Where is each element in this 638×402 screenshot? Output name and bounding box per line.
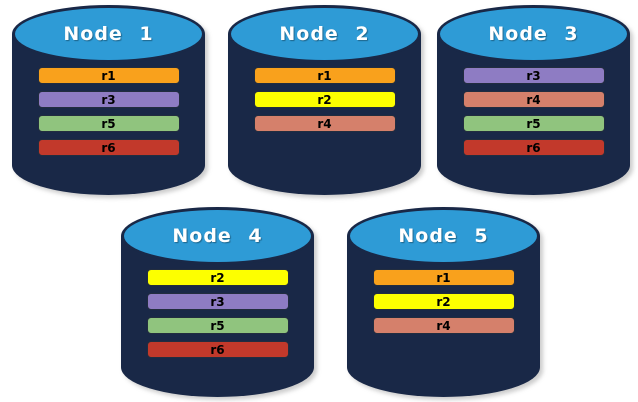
replica-bar: r2 bbox=[146, 269, 289, 286]
replica-bar: r2 bbox=[253, 91, 396, 108]
database-node-5: Node 5 r1 r2 r4 bbox=[347, 207, 540, 397]
replica-bar: r5 bbox=[37, 115, 180, 132]
replica-bar: r4 bbox=[253, 115, 396, 132]
node-title: Node 1 bbox=[63, 23, 154, 45]
replica-bar: r1 bbox=[253, 67, 396, 84]
cylinder-top: Node 5 bbox=[347, 207, 540, 265]
database-node-3: Node 3 r3 r4 r5 r6 bbox=[437, 5, 630, 195]
replica-bar: r5 bbox=[146, 317, 289, 334]
database-node-4: Node 4 r2 r3 r5 r6 bbox=[121, 207, 314, 397]
node-title: Node 2 bbox=[279, 23, 370, 45]
cylinder-top: Node 1 bbox=[12, 5, 205, 63]
node-title: Node 4 bbox=[172, 225, 263, 247]
replica-bar: r2 bbox=[372, 293, 515, 310]
replica-bar: r3 bbox=[37, 91, 180, 108]
replica-bar: r3 bbox=[462, 67, 605, 84]
node-title: Node 5 bbox=[398, 225, 489, 247]
replica-bar: r6 bbox=[462, 139, 605, 156]
replica-bar: r6 bbox=[37, 139, 180, 156]
replica-list: r2 r3 r5 r6 bbox=[146, 269, 289, 358]
database-node-1: Node 1 r1 r3 r5 r6 bbox=[12, 5, 205, 195]
replica-bar: r1 bbox=[37, 67, 180, 84]
node-title: Node 3 bbox=[488, 23, 579, 45]
cylinder-top: Node 3 bbox=[437, 5, 630, 63]
replica-bar: r4 bbox=[372, 317, 515, 334]
database-node-2: Node 2 r1 r2 r4 bbox=[228, 5, 421, 195]
replica-bar: r1 bbox=[372, 269, 515, 286]
replica-list: r1 r2 r4 bbox=[372, 269, 515, 334]
replica-list: r1 r3 r5 r6 bbox=[37, 67, 180, 156]
replica-bar: r4 bbox=[462, 91, 605, 108]
cylinder-top: Node 4 bbox=[121, 207, 314, 265]
replica-bar: r6 bbox=[146, 341, 289, 358]
replica-list: r1 r2 r4 bbox=[253, 67, 396, 132]
replica-list: r3 r4 r5 r6 bbox=[462, 67, 605, 156]
replica-bar: r3 bbox=[146, 293, 289, 310]
replica-bar: r5 bbox=[462, 115, 605, 132]
cylinder-top: Node 2 bbox=[228, 5, 421, 63]
